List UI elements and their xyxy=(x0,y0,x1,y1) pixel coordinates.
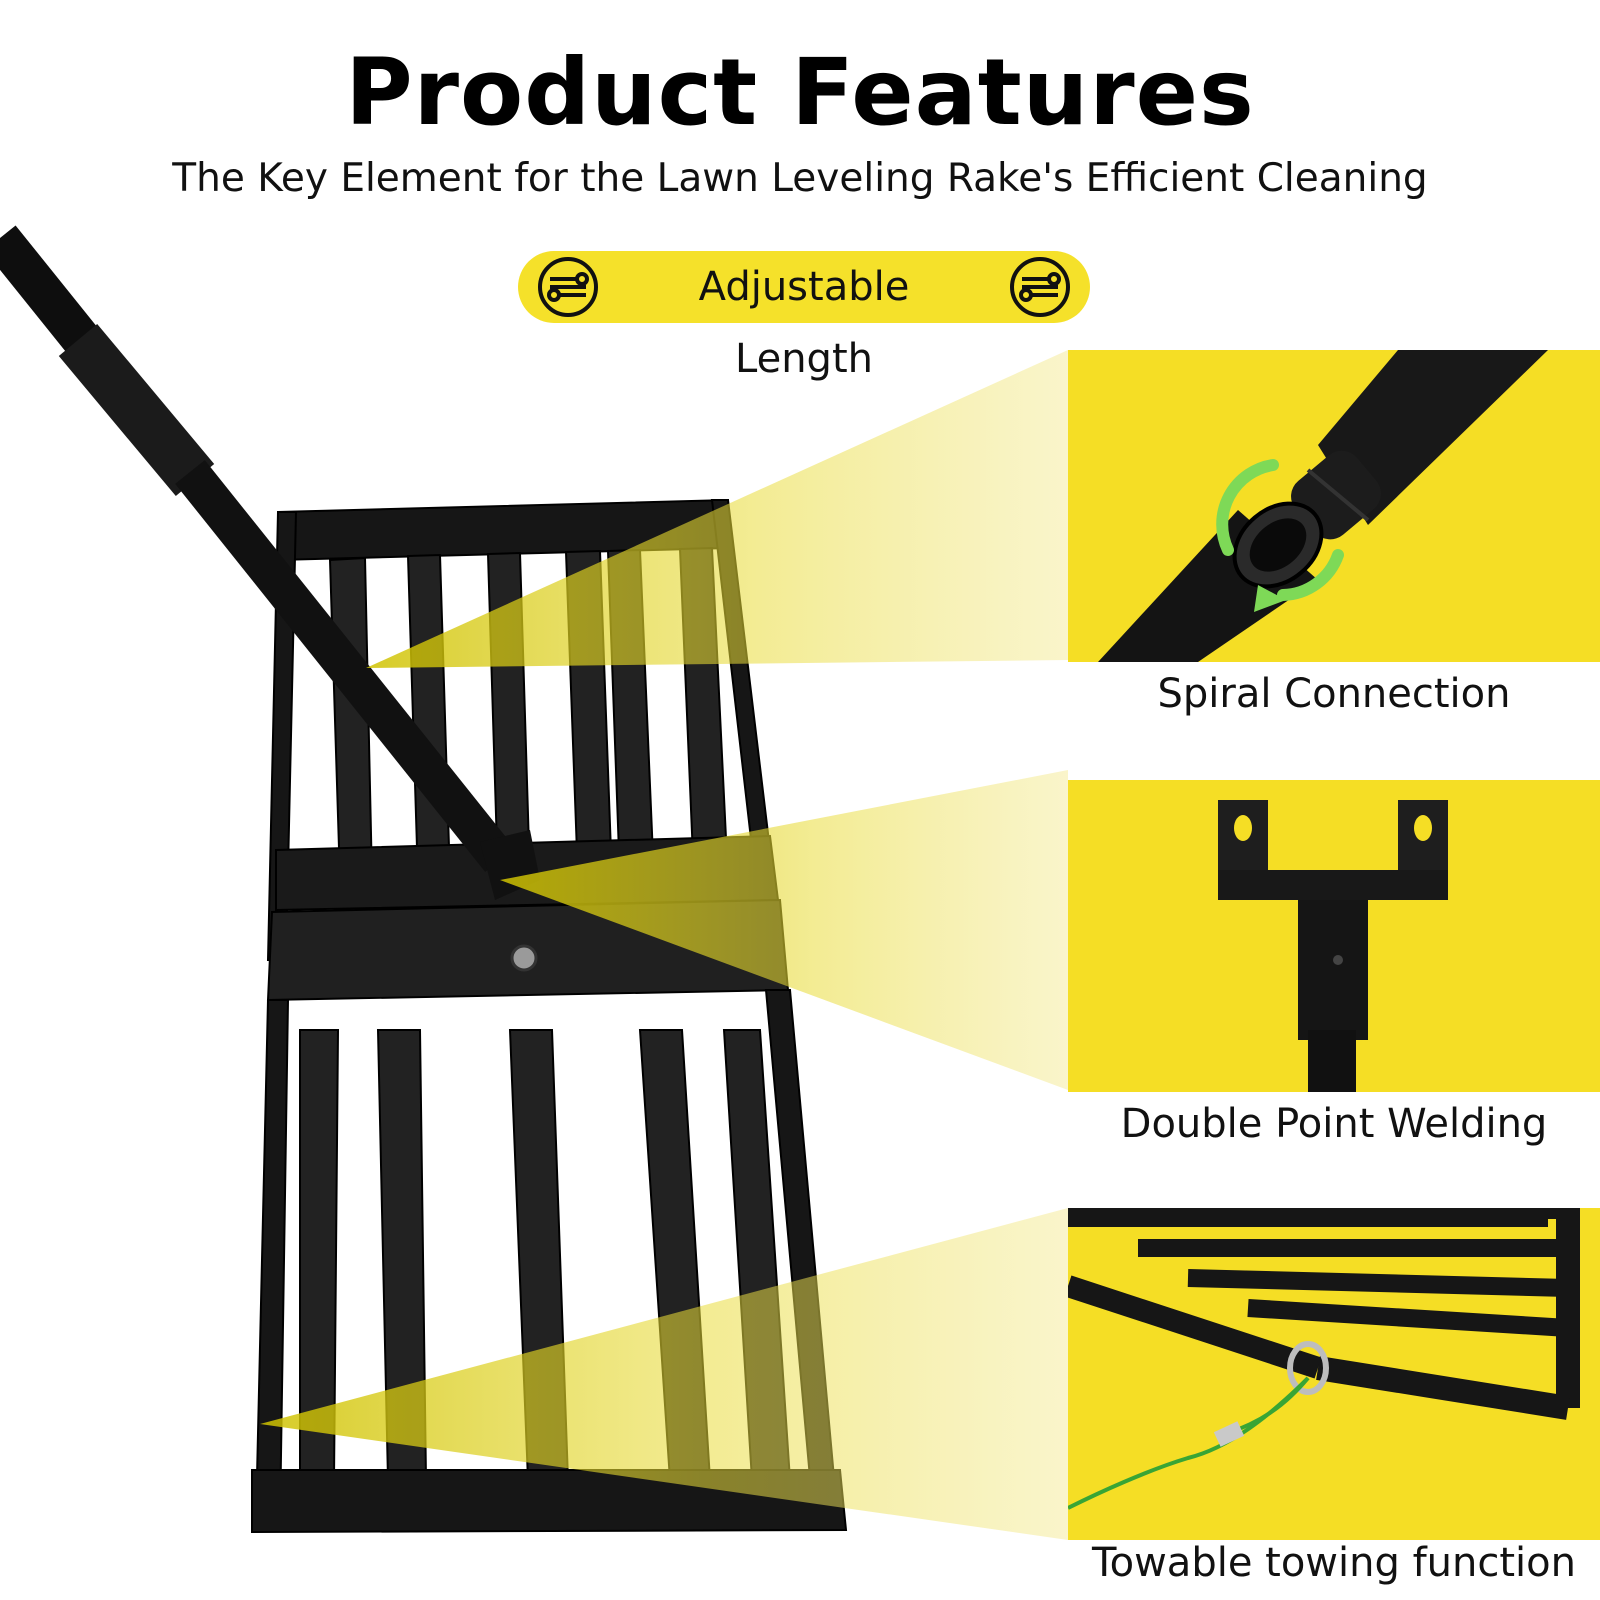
badge-label: Adjustable Length xyxy=(698,264,910,382)
u-bracket-weld xyxy=(1218,800,1448,1092)
beam-spiral xyxy=(366,350,1068,668)
rake-handle xyxy=(0,225,540,900)
bolt-icon xyxy=(510,944,538,972)
beam-towing xyxy=(260,1208,1068,1540)
adjust-sliders-icon xyxy=(538,257,598,317)
tow-cable xyxy=(1068,1208,1580,1510)
page-subtitle: The Key Element for the Lawn Leveling Ra… xyxy=(172,156,1428,201)
page-title: Product Features xyxy=(345,39,1255,146)
feature-caption-spiral: Spiral Connection xyxy=(1157,671,1511,717)
adjustable-length-badge: Adjustable Length xyxy=(518,251,1090,382)
spiral-connection-image xyxy=(1098,350,1548,662)
adjust-sliders-icon xyxy=(1010,257,1070,317)
spiral-connection-panel xyxy=(1068,350,1600,662)
towing-panel xyxy=(1068,1208,1600,1540)
rotate-arrows-icon xyxy=(1216,459,1344,601)
feature-caption-towing: Towable towing function xyxy=(1091,1540,1576,1586)
feature-caption-welding: Double Point Welding xyxy=(1120,1101,1548,1147)
beam-welding xyxy=(500,770,1068,1090)
double-point-welding-panel xyxy=(1068,780,1600,1092)
